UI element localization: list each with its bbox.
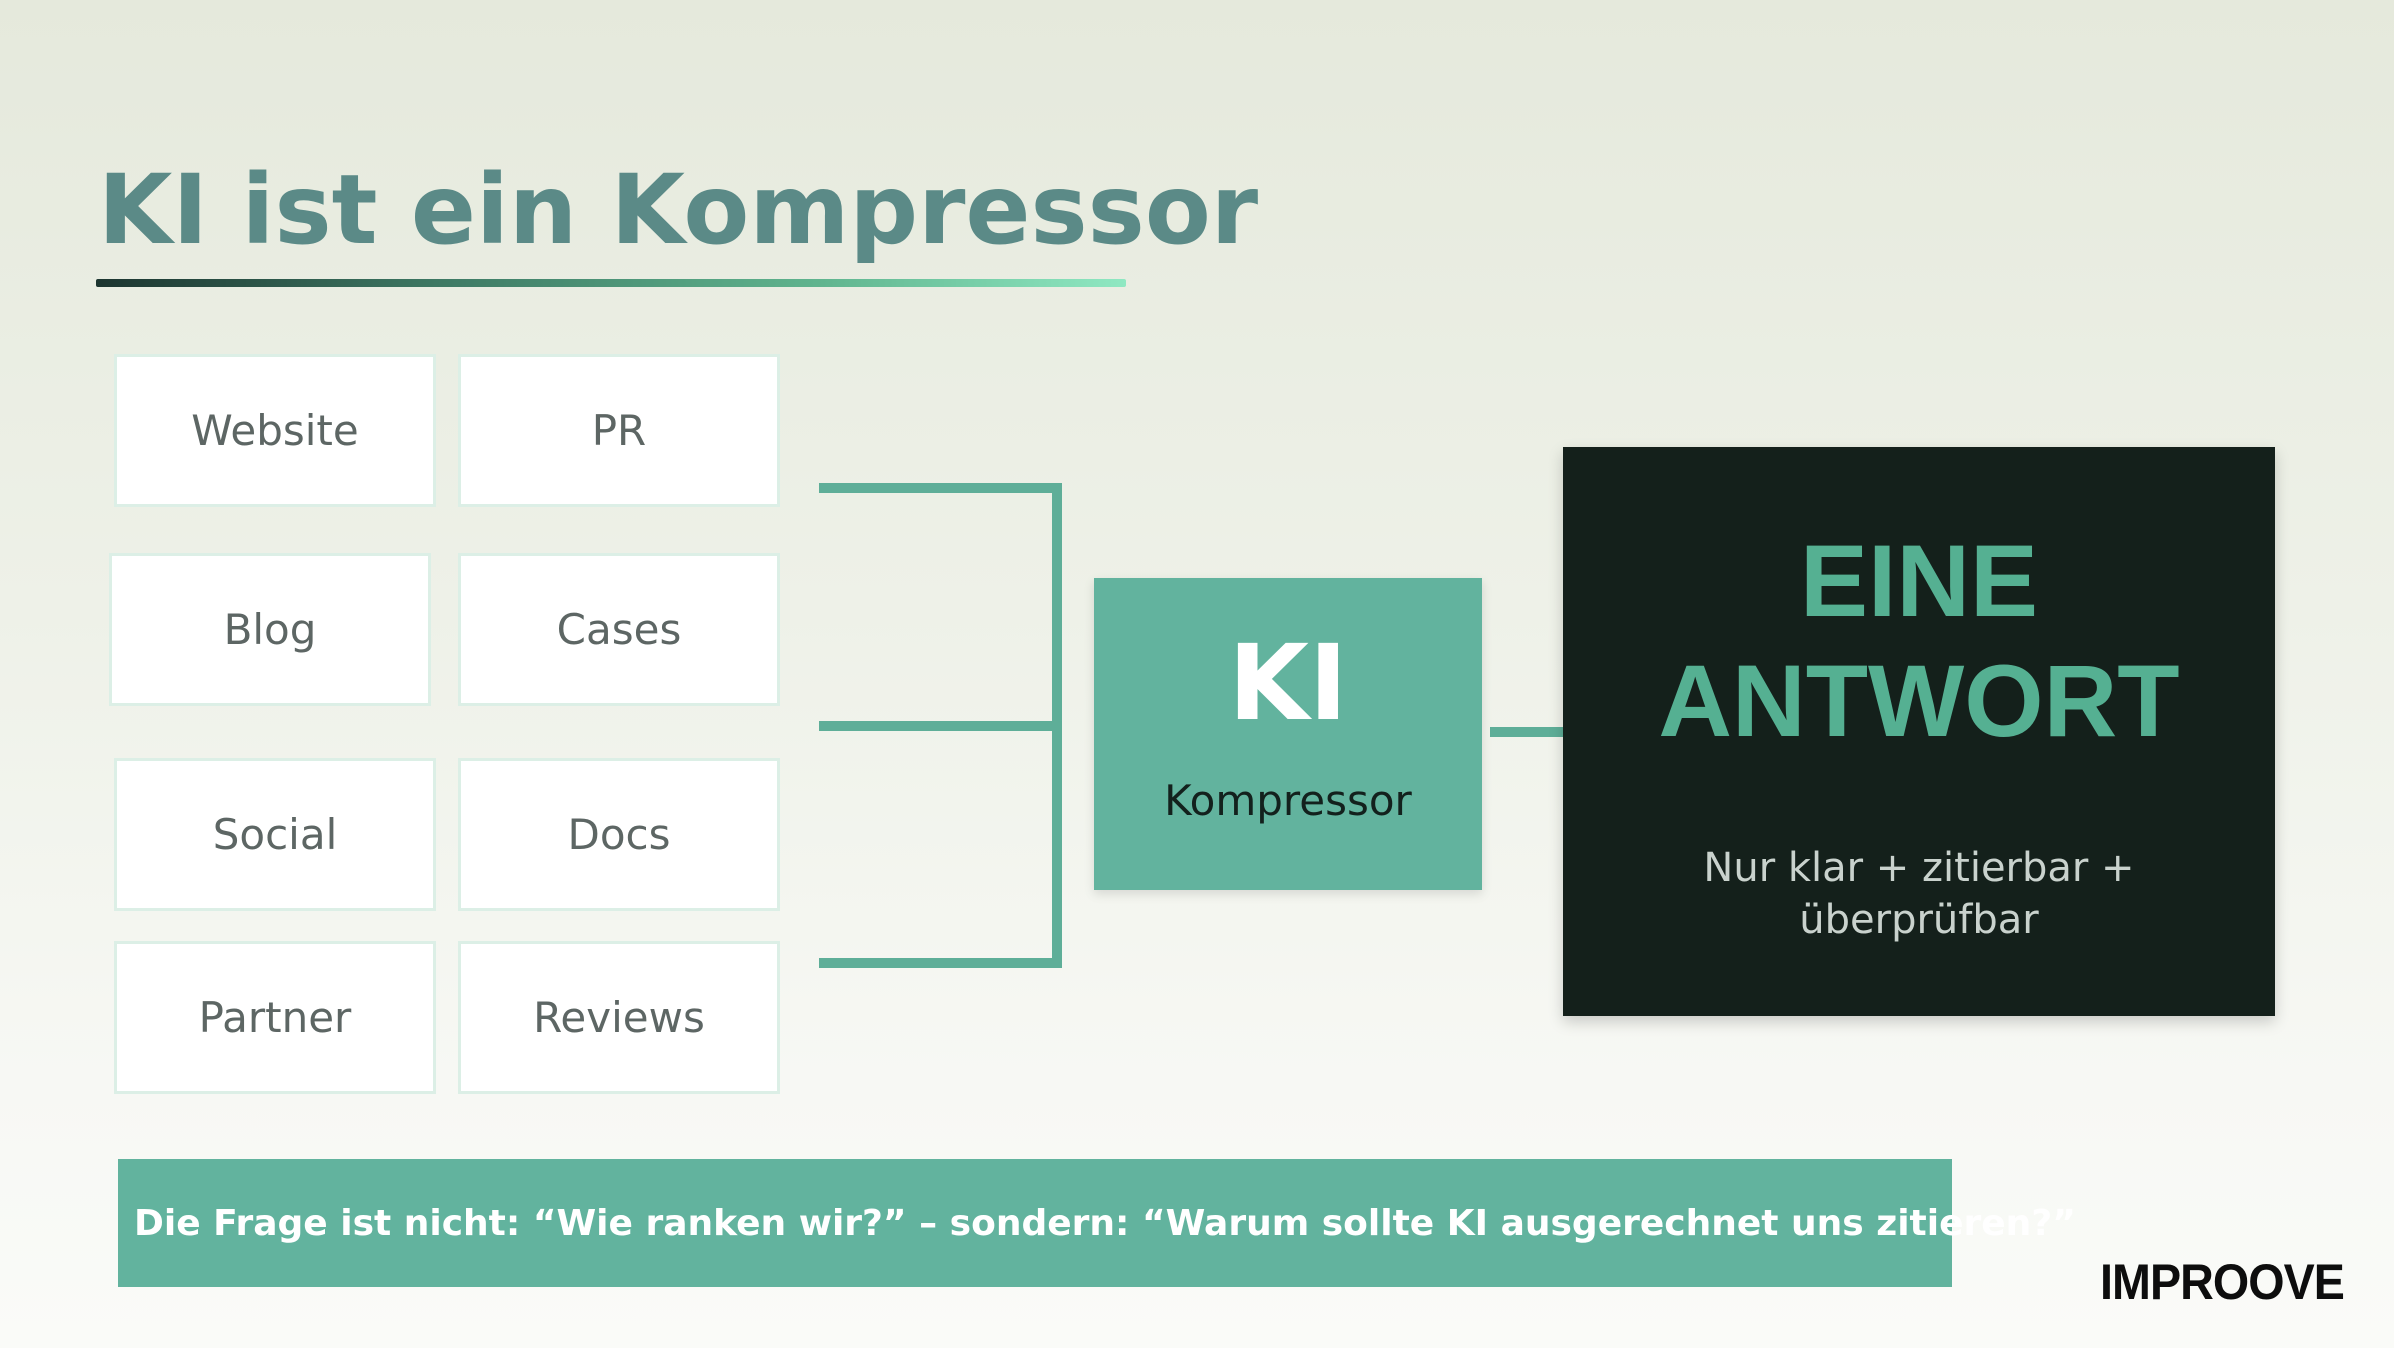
source-label: Partner (198, 993, 352, 1042)
source-box-reviews: Reviews (458, 941, 780, 1094)
compressor-label: Kompressor (1164, 776, 1412, 825)
source-label: Reviews (533, 993, 705, 1042)
source-label: Docs (567, 810, 671, 859)
compressor-title: KI (1228, 622, 1348, 744)
answer-title-line2: ANTWORT (1658, 644, 2180, 758)
improove-logo: IMPROOVE (2100, 1254, 2344, 1310)
answer-subtitle: Nur klar + zitierbar + überprüfbar (1703, 845, 2135, 943)
source-label: Blog (223, 605, 317, 654)
title-underline (96, 279, 1126, 287)
source-box-website: Website (114, 354, 436, 507)
question-banner-text: Die Frage ist nicht: “Wie ranken wir?” –… (134, 1202, 2076, 1244)
connector-output-line (1490, 727, 1563, 737)
source-label: Social (212, 810, 338, 859)
source-box-cases: Cases (458, 553, 780, 706)
answer-title-line1: EINE (1799, 524, 2039, 638)
answer-box: EINE ANTWORT Nur klar + zitierbar + über… (1563, 447, 2275, 1016)
source-label: Website (191, 406, 359, 455)
source-box-social: Social (114, 758, 436, 911)
connector-vertical-line (1052, 483, 1062, 968)
page-title: KI ist ein Kompressor (98, 154, 1259, 266)
connector-middle-line (819, 721, 1062, 731)
source-label: PR (591, 406, 647, 455)
compressor-box: KI Kompressor (1094, 578, 1482, 890)
source-box-pr: PR (458, 354, 780, 507)
source-box-partner: Partner (114, 941, 436, 1094)
source-label: Cases (556, 605, 682, 654)
source-box-blog: Blog (109, 553, 431, 706)
connector-top-line (819, 483, 1062, 493)
logo-text: IMPROOVE (2100, 1254, 2344, 1310)
question-banner: Die Frage ist nicht: “Wie ranken wir?” –… (118, 1159, 2076, 1287)
source-box-docs: Docs (458, 758, 780, 911)
connector-bottom-line (819, 958, 1062, 968)
